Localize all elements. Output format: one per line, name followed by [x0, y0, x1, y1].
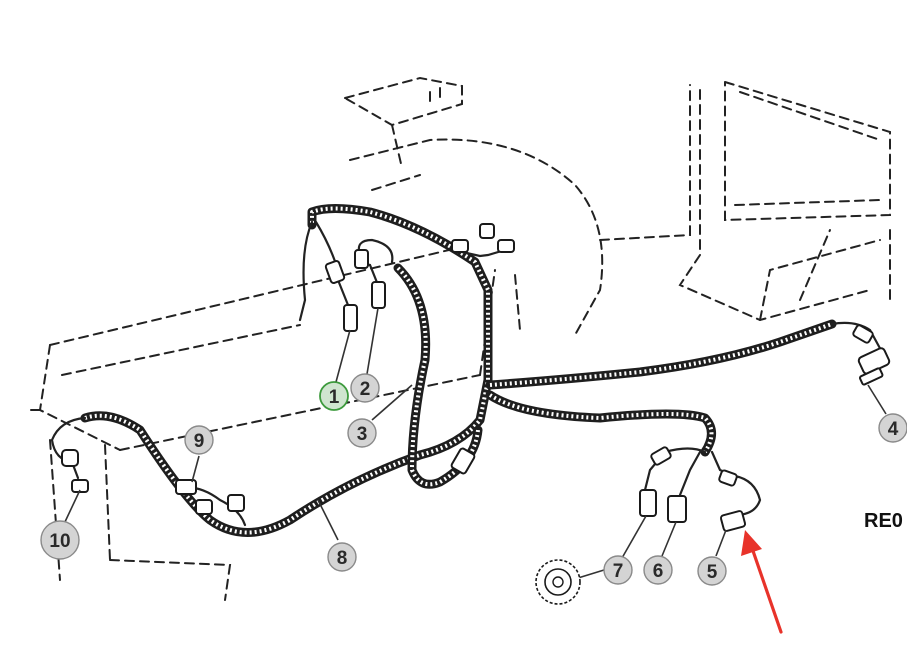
connectors — [61, 223, 891, 532]
red-arrow-icon — [741, 530, 783, 634]
callout-7: 7 — [603, 555, 633, 585]
callout-3: 3 — [347, 418, 377, 448]
callout-6-label: 6 — [653, 561, 664, 582]
callout-5-label: 5 — [707, 562, 718, 583]
callout-5: 5 — [697, 556, 727, 586]
machine-outline — [27, 76, 891, 601]
callout-4: 4 — [878, 413, 907, 443]
callout-2: 2 — [350, 373, 380, 403]
callout-9: 9 — [184, 425, 214, 455]
callout-8: 8 — [327, 542, 357, 572]
callout-6: 6 — [643, 555, 673, 585]
callout-3-label: 3 — [357, 424, 368, 445]
gear-icon — [535, 559, 581, 605]
wiring-harness — [80, 204, 837, 537]
callout-2-label: 2 — [360, 379, 371, 400]
callout-9-label: 9 — [194, 431, 205, 452]
reference-code: RE0 — [864, 510, 903, 532]
callout-1: 1 — [319, 381, 349, 411]
callout-7-label: 7 — [613, 561, 624, 582]
callout-10-label: 10 — [49, 531, 70, 552]
callout-10: 10 — [40, 520, 80, 560]
callout-4-label: 4 — [888, 419, 899, 440]
callout-8-label: 8 — [337, 548, 348, 569]
callout-leaders — [63, 307, 887, 579]
callout-1-label: 1 — [329, 387, 340, 408]
